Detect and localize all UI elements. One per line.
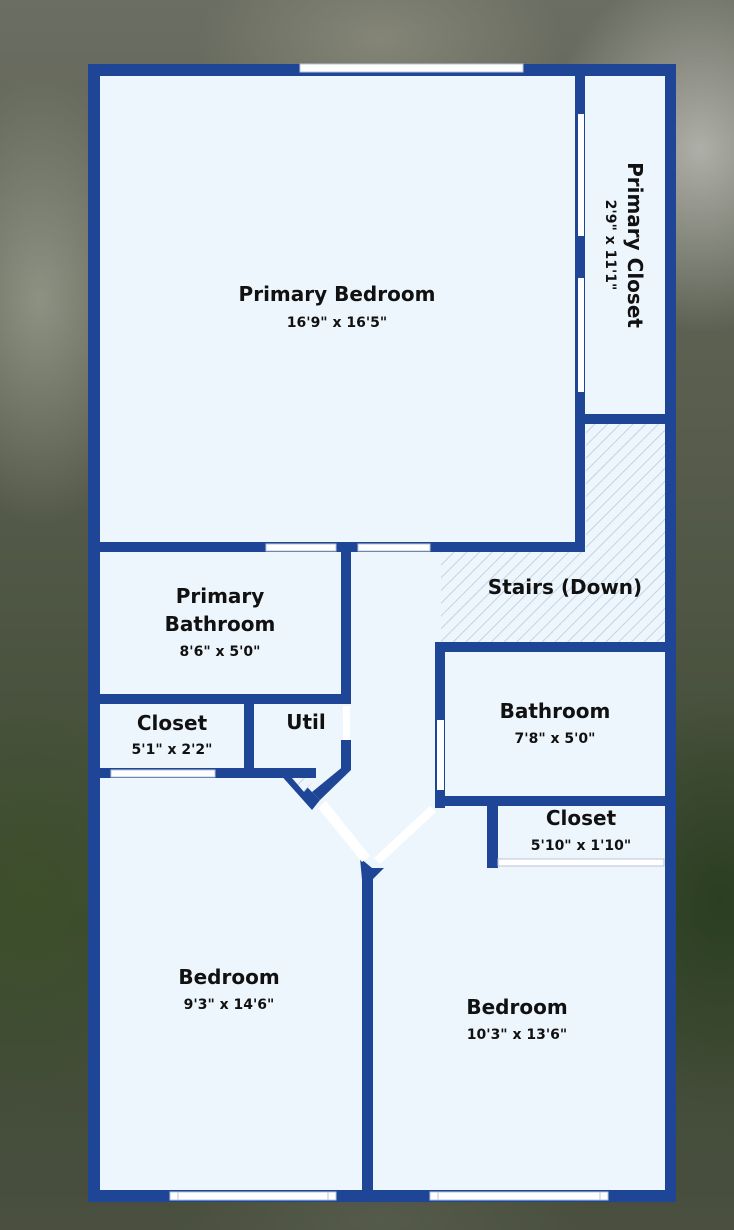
- bedroom-right-dims: 10'3" x 13'6": [467, 1027, 567, 1043]
- closet-left-name: Closet: [137, 711, 208, 735]
- windows: [169, 63, 609, 1201]
- bathroom-dims: 7'8" x 5'0": [515, 731, 596, 747]
- util-name: Util: [286, 710, 326, 734]
- primary-closet-dims: 2'9" x 11'1": [602, 200, 618, 291]
- primary-bedroom-dims: 16'9" x 16'5": [287, 315, 387, 331]
- primary-bathroom-dims: 8'6" x 5'0": [180, 644, 261, 660]
- bathroom-name: Bathroom: [500, 699, 611, 723]
- primary-bathroom-name-line2: Bathroom: [165, 612, 276, 636]
- bedroom-right-name: Bedroom: [466, 995, 567, 1019]
- bedroom-left-dims: 9'3" x 14'6": [184, 997, 275, 1013]
- closet-left-dims: 5'1" x 2'2": [132, 742, 213, 758]
- bedroom-left-name: Bedroom: [178, 965, 279, 989]
- closet-right-name: Closet: [546, 806, 617, 830]
- stairs-area: [441, 424, 665, 642]
- primary-bathroom-name-line1: Primary: [176, 584, 265, 608]
- primary-closet-name: Primary Closet: [623, 162, 647, 328]
- door-openings: [110, 114, 665, 867]
- closet-right-dims: 5'10" x 1'10": [531, 838, 631, 854]
- stairs-label: Stairs (Down): [488, 575, 642, 599]
- primary-bedroom-name: Primary Bedroom: [239, 282, 436, 306]
